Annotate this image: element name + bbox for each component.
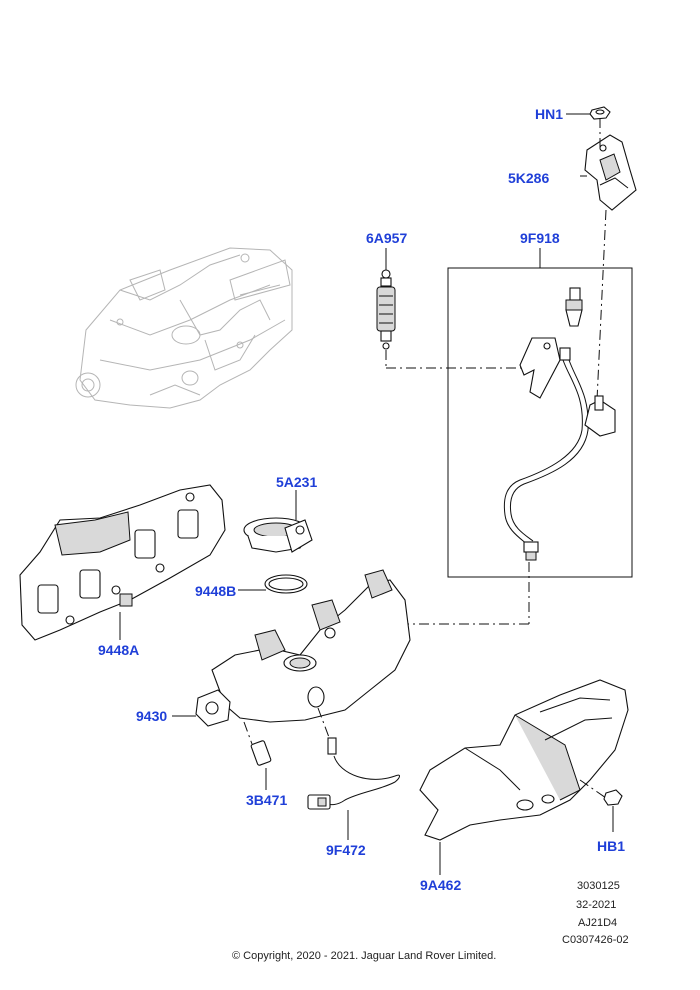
bolt-hb1-drawing [579,779,623,832]
engine-ghost-illustration [75,247,293,409]
callout-9f472[interactable]: 9F472 [326,842,366,858]
gasket-9448b-drawing [238,574,308,594]
callout-5k286[interactable]: 5K286 [508,170,550,186]
sensor-pipe-9f918-drawing [503,287,616,561]
reference-line-2: 32-2021 [576,899,617,911]
bracket-5k286-drawing [580,134,637,211]
copyright-notice: © Copyright, 2020 - 2021. Jaguar Land Ro… [232,950,497,962]
callout-hb1[interactable]: HB1 [597,838,626,854]
callout-9448b[interactable]: 9448B [195,583,237,599]
callout-9f918[interactable]: 9F918 [520,230,560,246]
callout-5a231[interactable]: 5A231 [276,474,318,490]
reference-line-4: C0307426-02 [562,934,629,946]
nut-hn1-drawing [566,106,611,120]
stud-3b471-drawing [243,721,272,790]
reference-line-1: 3030125 [577,880,620,892]
heat-shield-9a462-drawing [419,679,629,875]
group-box-9f918 [447,248,633,578]
callout-9448a[interactable]: 9448A [98,642,140,658]
callout-6a957[interactable]: 6A957 [366,230,408,246]
callout-3b471[interactable]: 3B471 [246,792,288,808]
reference-line-3: AJ21D4 [578,917,618,929]
callout-9430[interactable]: 9430 [136,708,168,724]
gasket-9448a-drawing [19,484,226,641]
sensor-9f472-drawing [307,707,400,840]
manifold-9430-drawing [172,569,411,727]
callout-9a462[interactable]: 9A462 [420,877,462,893]
callout-hn1[interactable]: HN1 [535,106,564,122]
clamp-5a231-drawing [243,490,313,553]
filter-6a957-drawing [376,248,396,350]
